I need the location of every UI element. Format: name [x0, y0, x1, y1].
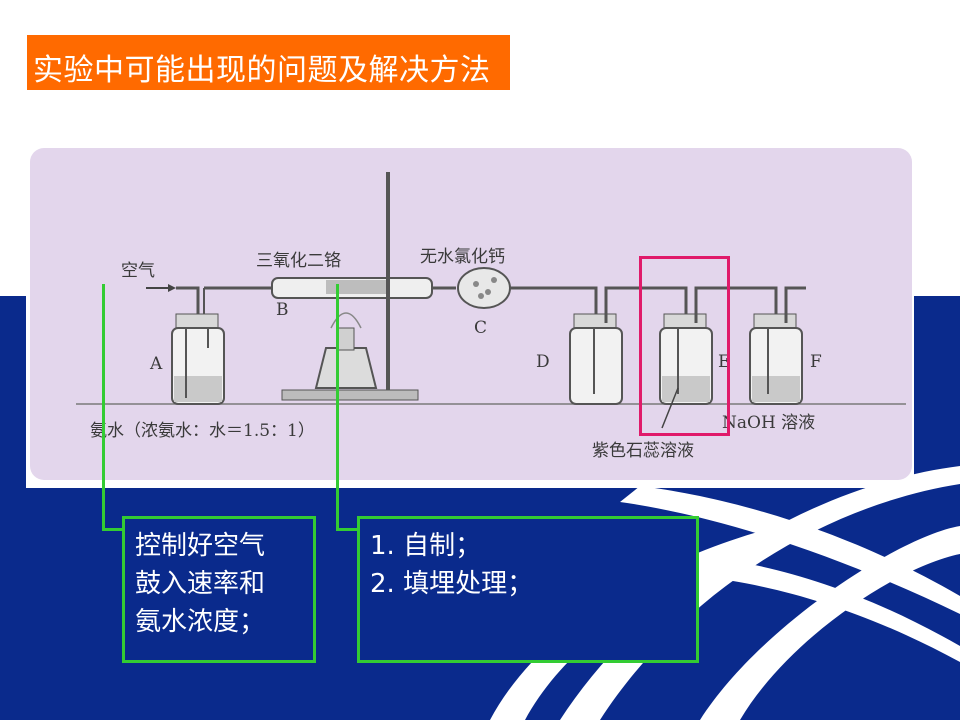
label-bottle-f: F [810, 352, 822, 372]
highlight-box-bottle-e [639, 256, 730, 436]
label-chromium-oxide: 三氧化二铬 [256, 251, 341, 271]
slide-title-box: 实验中可能出现的问题及解决方法 [27, 35, 510, 90]
callout-left-line-1: 控制好空气 [135, 531, 266, 561]
left-leader-horizontal [102, 528, 124, 531]
callout-air-rate: 控制好空气 鼓入速率和 氨水浓度； [122, 516, 316, 663]
callout-right-line-1: 1. 自制； [370, 531, 482, 561]
label-tube-b: B [276, 300, 289, 320]
label-naoh-solution: NaOH 溶液 [722, 413, 816, 433]
right-leader-vertical [336, 284, 339, 530]
callout-left-line-2: 鼓入速率和 [135, 569, 266, 599]
label-anhydrous-cacl2: 无水氯化钙 [420, 247, 505, 267]
callout-catalyst: 1. 自制； 2. 填埋处理； [357, 516, 699, 663]
apparatus-diagram: 空气 三氧化二铬 无水氯化钙 A B C D E F 氨水（浓氨水：水＝1.5：… [26, 148, 914, 488]
apparatus-drawing [30, 148, 912, 480]
label-ammonia-water: 氨水（浓氨水：水＝1.5：1） [90, 421, 315, 441]
left-leader-vertical [102, 284, 105, 530]
slide-title: 实验中可能出现的问题及解决方法 [33, 53, 491, 88]
callout-left-line-3: 氨水浓度； [135, 607, 266, 637]
label-bottle-a: A [150, 354, 163, 374]
label-bottle-d: D [536, 352, 550, 372]
label-globe-c: C [474, 318, 488, 338]
label-air: 空气 [121, 261, 155, 281]
label-litmus-solution: 紫色石蕊溶液 [592, 441, 694, 461]
right-leader-horizontal [336, 528, 358, 531]
callout-right-line-2: 2. 填埋处理； [370, 569, 534, 599]
